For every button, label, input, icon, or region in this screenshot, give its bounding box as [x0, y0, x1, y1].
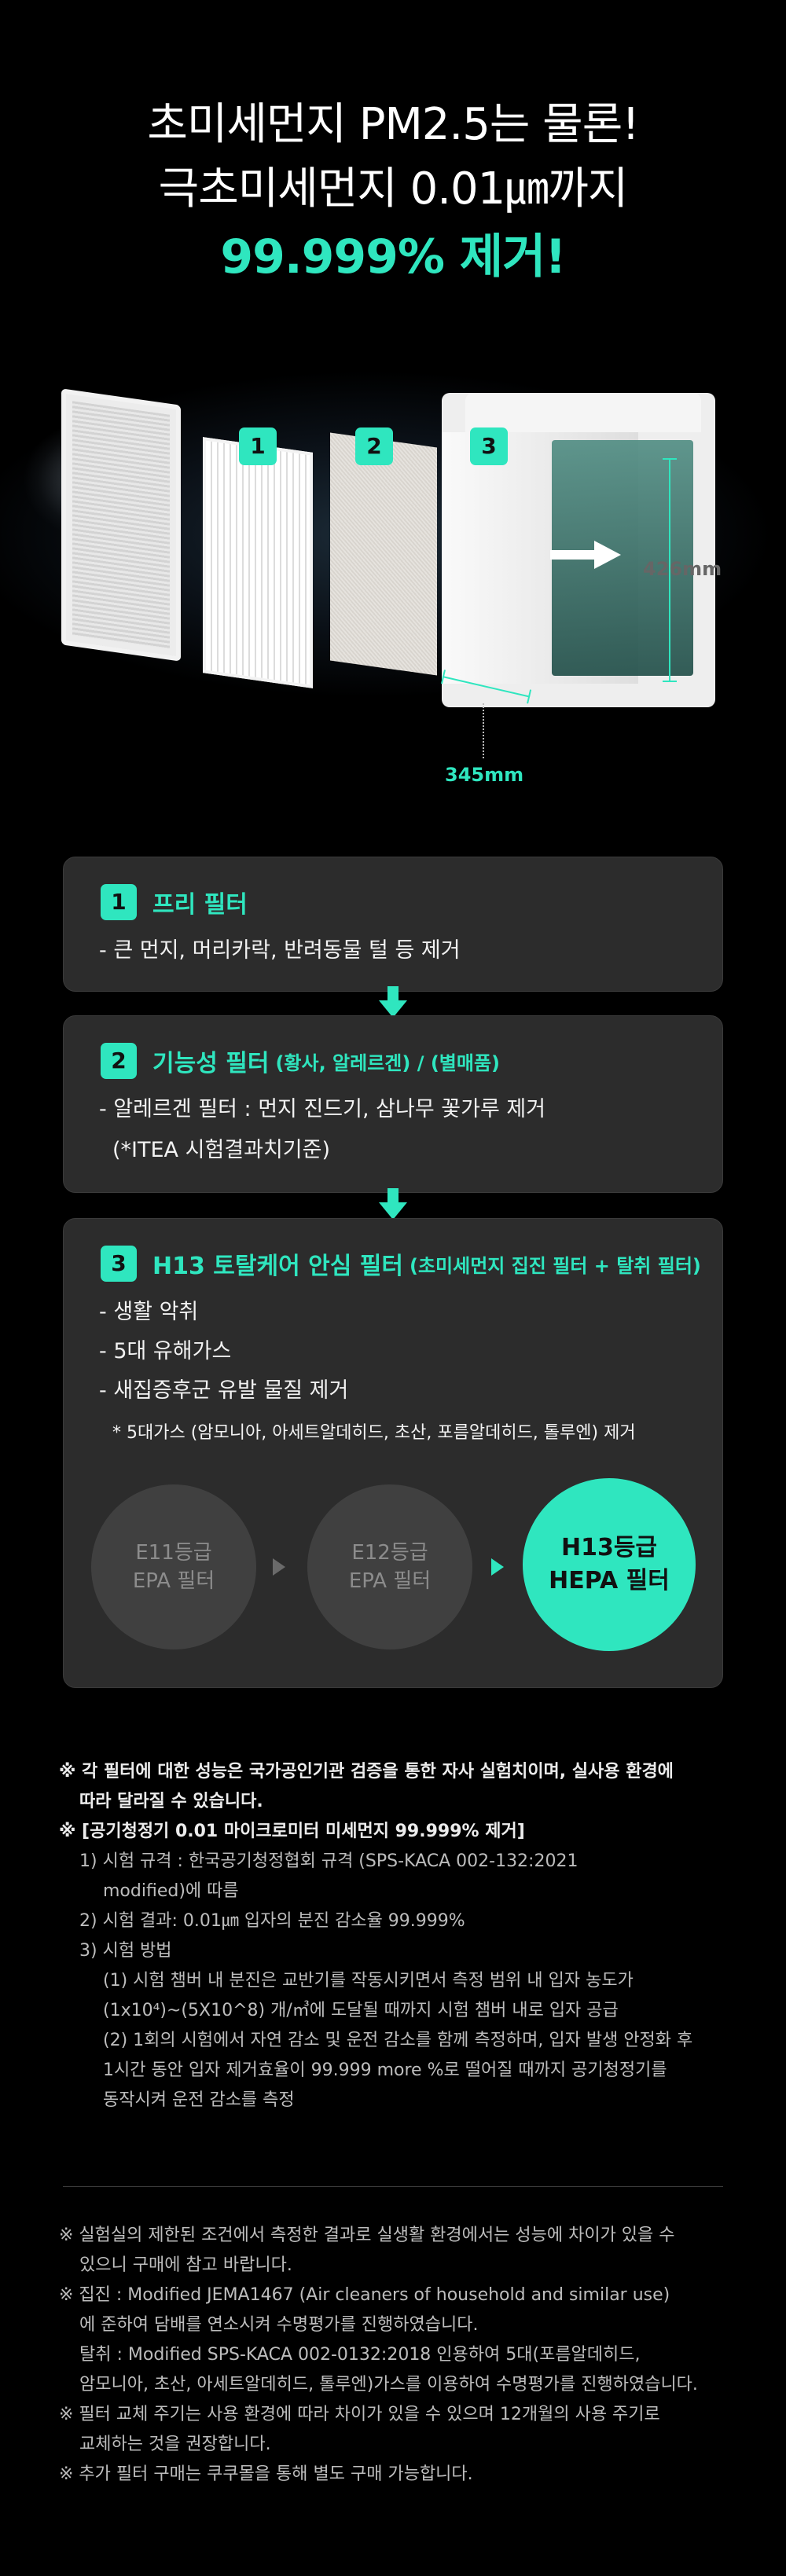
filter-card-2: 2 기능성 필터 (황사, 알레르겐) / (별매품) - 알레르겐 필터 : … — [63, 1015, 723, 1193]
headline-highlight: 99.999% 제거! — [220, 229, 566, 284]
note-line: (1) 시험 챔버 내 분진은 교반기를 작동시키면서 측정 범위 내 입자 농… — [103, 1971, 634, 1991]
filter-description: - 새집증후군 유발 물질 제거 — [99, 1378, 349, 1403]
note-line: 따라 달라질 수 있습니다. — [79, 1792, 263, 1811]
grade-label: E11등급 — [135, 1541, 212, 1565]
filter-number-badge: 3 — [101, 1246, 137, 1282]
filter-card-2-title: 2 기능성 필터 (황사, 알레르겐) / (별매품) — [101, 1043, 500, 1079]
grade-circle-e11: E11등급 EPA 필터 — [91, 1484, 256, 1649]
note-line: (1x10⁴)~(5X10^8) 개/㎥에 도달될 때까지 시험 챔버 내로 입… — [103, 2001, 619, 2020]
filter-card-3: 3 H13 토탈케어 안심 필터 (초미세먼지 집진 필터 + 탈취 필터) -… — [63, 1218, 723, 1688]
note-line: ※ 집진 : Modified JEMA1467 (Air cleaners o… — [59, 2285, 670, 2305]
note-line: ※ [공기청정기 0.01 마이크로미터 미세먼지 99.999% 제거] — [59, 1822, 525, 1841]
grade-label: H13등급 — [560, 1534, 658, 1561]
filter-card-1: 1 프리 필터 - 큰 먼지, 머리카락, 반려동물 털 등 제거 — [63, 857, 723, 992]
notes-top: ※ 각 필터에 대한 성능은 국가공인기관 검증을 통한 자사 실험치이며, 실… — [59, 1757, 743, 2115]
hepa-filter-image — [330, 432, 437, 676]
down-arrow-icon — [379, 1188, 407, 1221]
filter-description-note: (*ITEA 시험결과치기준) — [112, 1138, 331, 1162]
note-line: 동작시켜 운전 감소를 측정 — [103, 2090, 295, 2110]
note-line: 있으니 구매에 참고 바랍니다. — [79, 2255, 292, 2275]
note-line: ※ 추가 필터 구매는 쿠쿠몰을 통해 별도 구매 가능합니다. — [59, 2464, 473, 2484]
note-line: 탈취 : Modified SPS-KACA 002-0132:2018 인용하… — [79, 2345, 641, 2365]
notes-bottom: ※ 실험실의 제한된 조건에서 측정한 결과로 실생활 환경에서는 성능에 차이… — [59, 2221, 743, 2490]
filter-card-3-title: 3 H13 토탈케어 안심 필터 (초미세먼지 집진 필터 + 탈취 필터) — [101, 1246, 701, 1282]
note-line: (2) 1회의 시험에서 자연 감소 및 운전 감소를 함께 측정하며, 입자 … — [103, 2031, 693, 2050]
filter-number-badge: 2 — [101, 1043, 137, 1079]
note-line: ※ 실험실의 제한된 조건에서 측정한 결과로 실생활 환경에서는 성능에 차이… — [59, 2226, 675, 2245]
grade-type: EPA 필터 — [132, 1569, 215, 1593]
filter-subtitle: (황사, 알레르겐) / (별매품) — [275, 1051, 500, 1074]
filter-subtitle: (초미세먼지 집진 필터 + 탈취 필터) — [410, 1254, 701, 1277]
headline-line1: 초미세먼지 PM2.5는 물론! — [147, 99, 639, 150]
prefilter-image — [61, 388, 181, 662]
grade-type: HEPA 필터 — [549, 1567, 670, 1594]
filter-description: - 알레르겐 필터 : 먼지 진드기, 삼나무 꽃가루 제거 — [99, 1097, 546, 1121]
note-line: 2) 시험 결과: 0.01㎛ 입자의 분진 감소율 99.999% — [79, 1911, 465, 1931]
diagram-badge-2: 2 — [355, 427, 393, 465]
arrow-right-icon — [273, 1558, 285, 1576]
height-dimension-label: 426mm — [643, 558, 722, 580]
filter-gas-note: * 5대가스 (암모니아, 아세트알데히드, 초산, 포름알데히드, 톨루엔) … — [112, 1423, 636, 1443]
arrow-right-icon — [491, 1558, 504, 1576]
diagram-badge-3: 3 — [470, 427, 508, 465]
headline: 초미세먼지 PM2.5는 물론! 극초미세먼지 0.01㎛까지 99.999% … — [0, 93, 786, 292]
functional-filter-image — [203, 437, 313, 688]
note-line: ※ 각 필터에 대한 성능은 국가공인기관 검증을 통한 자사 실험치이며, 실… — [59, 1762, 674, 1782]
note-line: 3) 시험 방법 — [79, 1941, 172, 1961]
filter-name: H13 토탈케어 안심 필터 — [152, 1253, 403, 1280]
filter-name: 기능성 필터 — [152, 1050, 270, 1077]
dimension-leader — [483, 703, 484, 758]
note-line: ※ 필터 교체 주기는 사용 환경에 따라 차이가 있을 수 있으며 12개월의… — [59, 2405, 660, 2424]
note-line: 1) 시험 규격 : 한국공기청정협회 규격 (SPS-KACA 002-132… — [79, 1851, 578, 1871]
grade-circle-h13: H13등급 HEPA 필터 — [523, 1478, 696, 1651]
filter-description: - 5대 유해가스 — [99, 1339, 232, 1363]
down-arrow-icon — [379, 986, 407, 1019]
height-dimension-line — [663, 458, 677, 682]
note-line: 암모니아, 초산, 아세트알데히드, 톨루엔)가스를 이용하여 수명평가를 진행… — [79, 2375, 698, 2394]
filter-number-badge: 1 — [101, 884, 137, 920]
section-divider — [63, 2186, 723, 2187]
filter-name: 프리 필터 — [152, 891, 248, 919]
note-line: 1시간 동안 입자 제거효율이 99.999 more %로 떨어질 때까지 공… — [103, 2060, 667, 2080]
headline-line2: 극초미세먼지 0.01㎛까지 — [158, 163, 629, 215]
width-dimension-label: 345mm — [445, 764, 524, 786]
filter-description: - 큰 먼지, 머리카락, 반려동물 털 등 제거 — [99, 938, 461, 963]
diagram-badge-1: 1 — [239, 427, 277, 465]
grade-type: EPA 필터 — [348, 1569, 432, 1593]
hero-section: 초미세먼지 PM2.5는 물론! 극초미세먼지 0.01㎛까지 99.999% … — [0, 0, 786, 817]
airflow-arrow-icon — [550, 541, 621, 569]
note-line: modified)에 따름 — [103, 1881, 239, 1901]
grade-circle-e12: E12등급 EPA 필터 — [307, 1484, 472, 1649]
note-line: 에 준하여 담배를 연소시켜 수명평가를 진행하였습니다. — [79, 2315, 479, 2335]
filter-description: - 생활 악취 — [99, 1300, 199, 1324]
filter-card-1-title: 1 프리 필터 — [101, 884, 248, 920]
grade-label: E12등급 — [351, 1541, 428, 1565]
note-line: 교체하는 것을 권장합니다. — [79, 2435, 271, 2454]
